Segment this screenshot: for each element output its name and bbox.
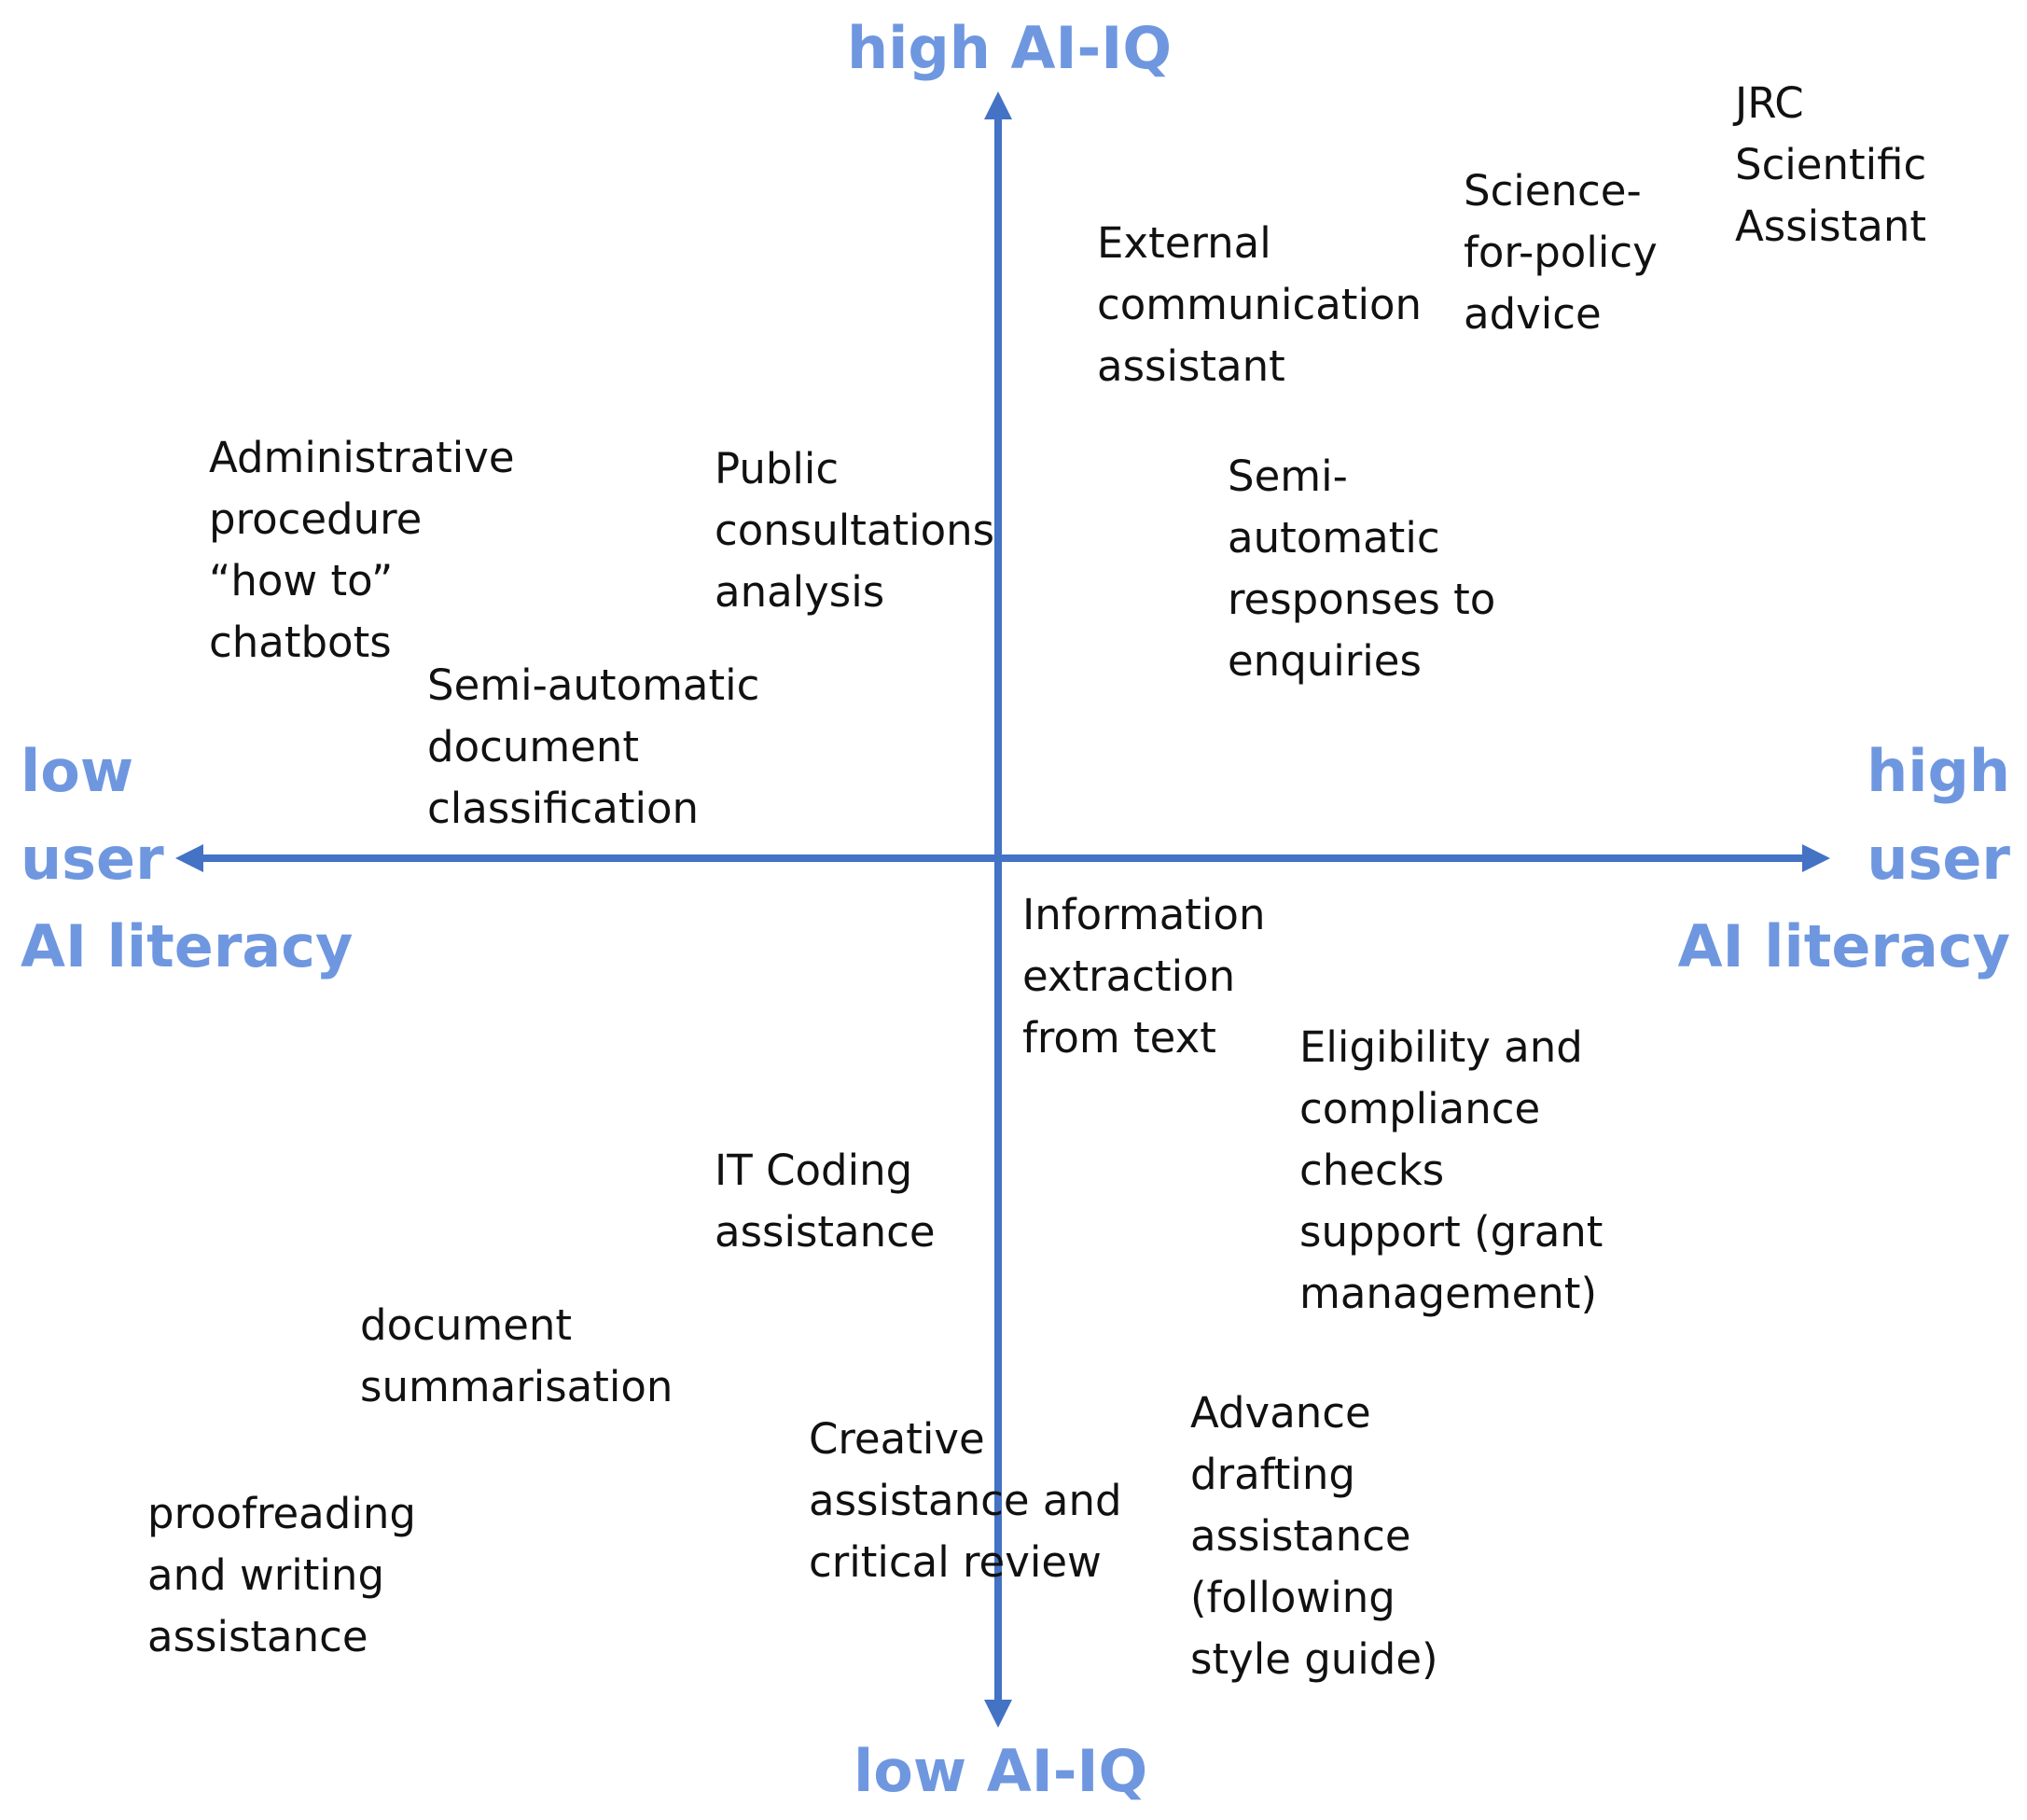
axis-label-top: high AI-IQ bbox=[847, 5, 1172, 92]
item-line: IT Coding bbox=[715, 1146, 913, 1195]
item-line: assistance bbox=[1190, 1511, 1411, 1561]
item-line: procedure bbox=[209, 494, 423, 544]
item-line: assistance and bbox=[809, 1476, 1122, 1525]
axis-label-right-line: AI literacy bbox=[1677, 912, 2010, 980]
item-line: responses to bbox=[1228, 575, 1496, 624]
item-line: analysis bbox=[715, 567, 885, 617]
horizontal-axis-arrow-right bbox=[1802, 844, 1830, 872]
item-external-communication-assistant: External communication assistant bbox=[1097, 213, 1422, 397]
item-line: classification bbox=[427, 784, 700, 833]
item-semi-automatic-responses: Semi- automatic responses to enquiries bbox=[1228, 446, 1495, 692]
item-line: consultations bbox=[715, 506, 995, 555]
item-line: “how to” bbox=[209, 556, 394, 605]
item-eligibility-compliance-checks: Eligibility and compliance checks suppor… bbox=[1299, 1017, 1603, 1325]
item-line: JRC bbox=[1735, 78, 1804, 128]
item-line: proofreading bbox=[147, 1489, 416, 1538]
item-line: automatic bbox=[1228, 513, 1440, 563]
axis-label-left: low user AI literacy bbox=[21, 728, 353, 991]
item-line: Administrative bbox=[209, 433, 515, 482]
axis-label-bottom: low AI-IQ bbox=[854, 1728, 1147, 1815]
item-it-coding-assistance: IT Coding assistance bbox=[715, 1140, 936, 1263]
item-line: External bbox=[1097, 218, 1271, 268]
item-line: support (grant bbox=[1299, 1207, 1604, 1257]
item-line: extraction bbox=[1022, 952, 1236, 1001]
item-line: Creative bbox=[809, 1414, 985, 1464]
item-information-extraction: Information extraction from text bbox=[1022, 884, 1266, 1069]
item-line: Science- bbox=[1464, 166, 1642, 215]
item-line: Scientific bbox=[1735, 140, 1927, 189]
item-line: Eligibility and bbox=[1299, 1022, 1583, 1072]
item-creative-assistance: Creative assistance and critical review bbox=[809, 1409, 1122, 1593]
item-line: assistance bbox=[715, 1207, 936, 1257]
item-line: Public bbox=[715, 444, 840, 493]
item-line: assistant bbox=[1097, 341, 1285, 391]
axis-label-right-line: high bbox=[1867, 737, 2010, 805]
item-line: checks bbox=[1299, 1146, 1445, 1195]
item-line: management) bbox=[1299, 1269, 1597, 1318]
item-line: (following bbox=[1190, 1573, 1395, 1622]
item-line: style guide) bbox=[1190, 1634, 1438, 1684]
vertical-axis-arrow-up bbox=[984, 91, 1012, 119]
item-line: compliance bbox=[1299, 1084, 1541, 1133]
item-public-consultations-analysis: Public consultations analysis bbox=[715, 438, 994, 623]
item-line: from text bbox=[1022, 1013, 1216, 1063]
item-line: advice bbox=[1464, 289, 1602, 339]
item-administrative-procedure-chatbots: Administrative procedure “how to” chatbo… bbox=[209, 427, 515, 674]
item-line: Advance bbox=[1190, 1388, 1371, 1438]
item-line: summarisation bbox=[360, 1362, 673, 1411]
axis-label-bottom-text: low AI-IQ bbox=[854, 1737, 1148, 1805]
axis-label-left-line: low bbox=[21, 737, 134, 805]
vertical-axis-arrow-down bbox=[984, 1700, 1012, 1728]
item-semi-automatic-document-classification: Semi-automatic document classification bbox=[427, 655, 759, 840]
item-line: document bbox=[360, 1300, 573, 1350]
item-line: critical review bbox=[809, 1537, 1102, 1587]
item-proofreading-writing-assistance: proofreading and writing assistance bbox=[147, 1483, 416, 1668]
item-line: Assistant bbox=[1735, 201, 1927, 251]
item-line: document bbox=[427, 722, 640, 771]
item-line: communication bbox=[1097, 280, 1423, 329]
item-jrc-scientific-assistant: JRC Scientific Assistant bbox=[1735, 73, 1926, 257]
axis-label-top-text: high AI-IQ bbox=[847, 14, 1173, 82]
axis-label-left-line: user bbox=[21, 825, 164, 893]
item-science-for-policy-advice: Science- for-policy advice bbox=[1464, 160, 1658, 345]
item-line: and writing bbox=[147, 1550, 385, 1600]
axis-label-right: high user AI literacy bbox=[1678, 728, 2010, 991]
horizontal-axis-arrow-left bbox=[175, 844, 203, 872]
item-line: Information bbox=[1022, 890, 1266, 939]
item-line: Semi- bbox=[1228, 452, 1348, 501]
item-line: for-policy bbox=[1464, 228, 1658, 277]
item-line: drafting bbox=[1190, 1450, 1355, 1499]
item-advance-drafting-assistance: Advance drafting assistance (following s… bbox=[1190, 1382, 1438, 1690]
item-line: assistance bbox=[147, 1612, 368, 1661]
item-line: chatbots bbox=[209, 618, 392, 667]
item-document-summarisation: document summarisation bbox=[360, 1295, 673, 1418]
item-line: Semi-automatic bbox=[427, 660, 760, 710]
axis-label-left-line: AI literacy bbox=[21, 912, 354, 980]
axis-label-right-line: user bbox=[1867, 825, 2010, 893]
item-line: enquiries bbox=[1228, 636, 1422, 686]
